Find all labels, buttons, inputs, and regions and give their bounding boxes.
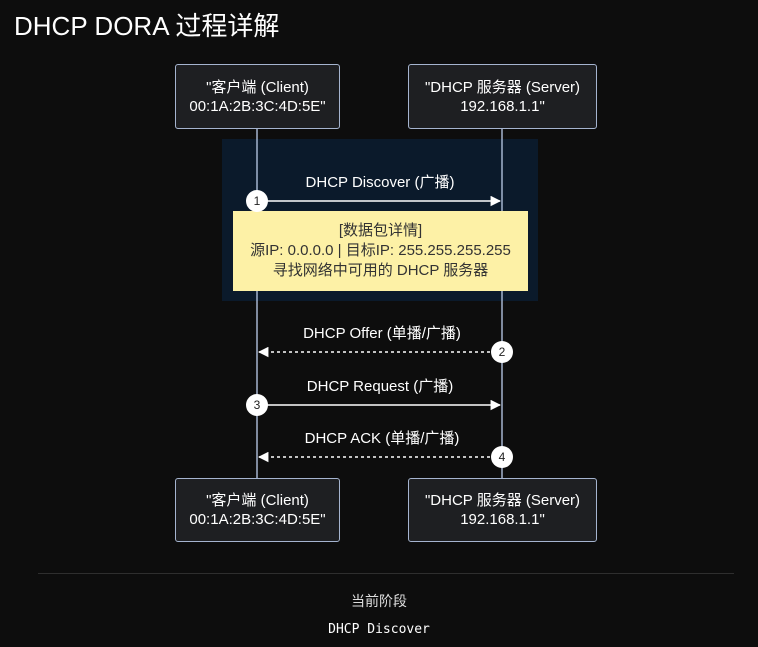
discover-label: DHCP Discover (广播) bbox=[305, 174, 455, 191]
divider bbox=[38, 573, 734, 574]
current-phase-value: DHCP Discover bbox=[328, 622, 430, 637]
server-ip: 192.168.1.1" bbox=[460, 511, 545, 528]
client-name: "客户端 (Client) bbox=[206, 492, 309, 509]
step-badge-2: 2 bbox=[491, 341, 513, 363]
client-name: "客户端 (Client) bbox=[206, 78, 309, 96]
client-mac: 00:1A:2B:3C:4D:5E" bbox=[189, 97, 326, 115]
page-title: DHCP DORA 过程详解 bbox=[14, 11, 280, 41]
step-badge-4: 4 bbox=[491, 446, 513, 468]
note-addresses: 源IP: 0.0.0.0 | 目标IP: 255.255.255.255 bbox=[250, 242, 511, 259]
server-name: "DHCP 服务器 (Server) bbox=[424, 492, 581, 509]
server-name: "DHCP 服务器 (Server) bbox=[424, 78, 581, 96]
offer-label: DHCP Offer (单播/广播) bbox=[303, 325, 461, 342]
client-mac: 00:1A:2B:3C:4D:5E" bbox=[189, 511, 326, 528]
packet-details-note: [数据包详情] 源IP: 0.0.0.0 | 目标IP: 255.255.255… bbox=[233, 211, 528, 291]
request-label: DHCP Request (广播) bbox=[306, 378, 454, 395]
client-participant-top: "客户端 (Client) 00:1A:2B:3C:4D:5E" bbox=[175, 64, 340, 129]
server-ip: 192.168.1.1" bbox=[460, 97, 545, 115]
note-description: 寻找网络中可用的 DHCP 服务器 bbox=[272, 262, 489, 279]
current-phase-label: 当前阶段 bbox=[351, 593, 407, 609]
server-participant-top: "DHCP 服务器 (Server) 192.168.1.1" bbox=[408, 64, 597, 129]
ack-label: DHCP ACK (单播/广播) bbox=[304, 430, 460, 447]
client-participant-bottom: "客户端 (Client) 00:1A:2B:3C:4D:5E" bbox=[175, 478, 340, 542]
server-participant-bottom: "DHCP 服务器 (Server) 192.168.1.1" bbox=[408, 478, 597, 542]
step-badge-1: 1 bbox=[246, 190, 268, 212]
step-badge-3: 3 bbox=[246, 394, 268, 416]
note-heading: [数据包详情] bbox=[338, 222, 423, 239]
